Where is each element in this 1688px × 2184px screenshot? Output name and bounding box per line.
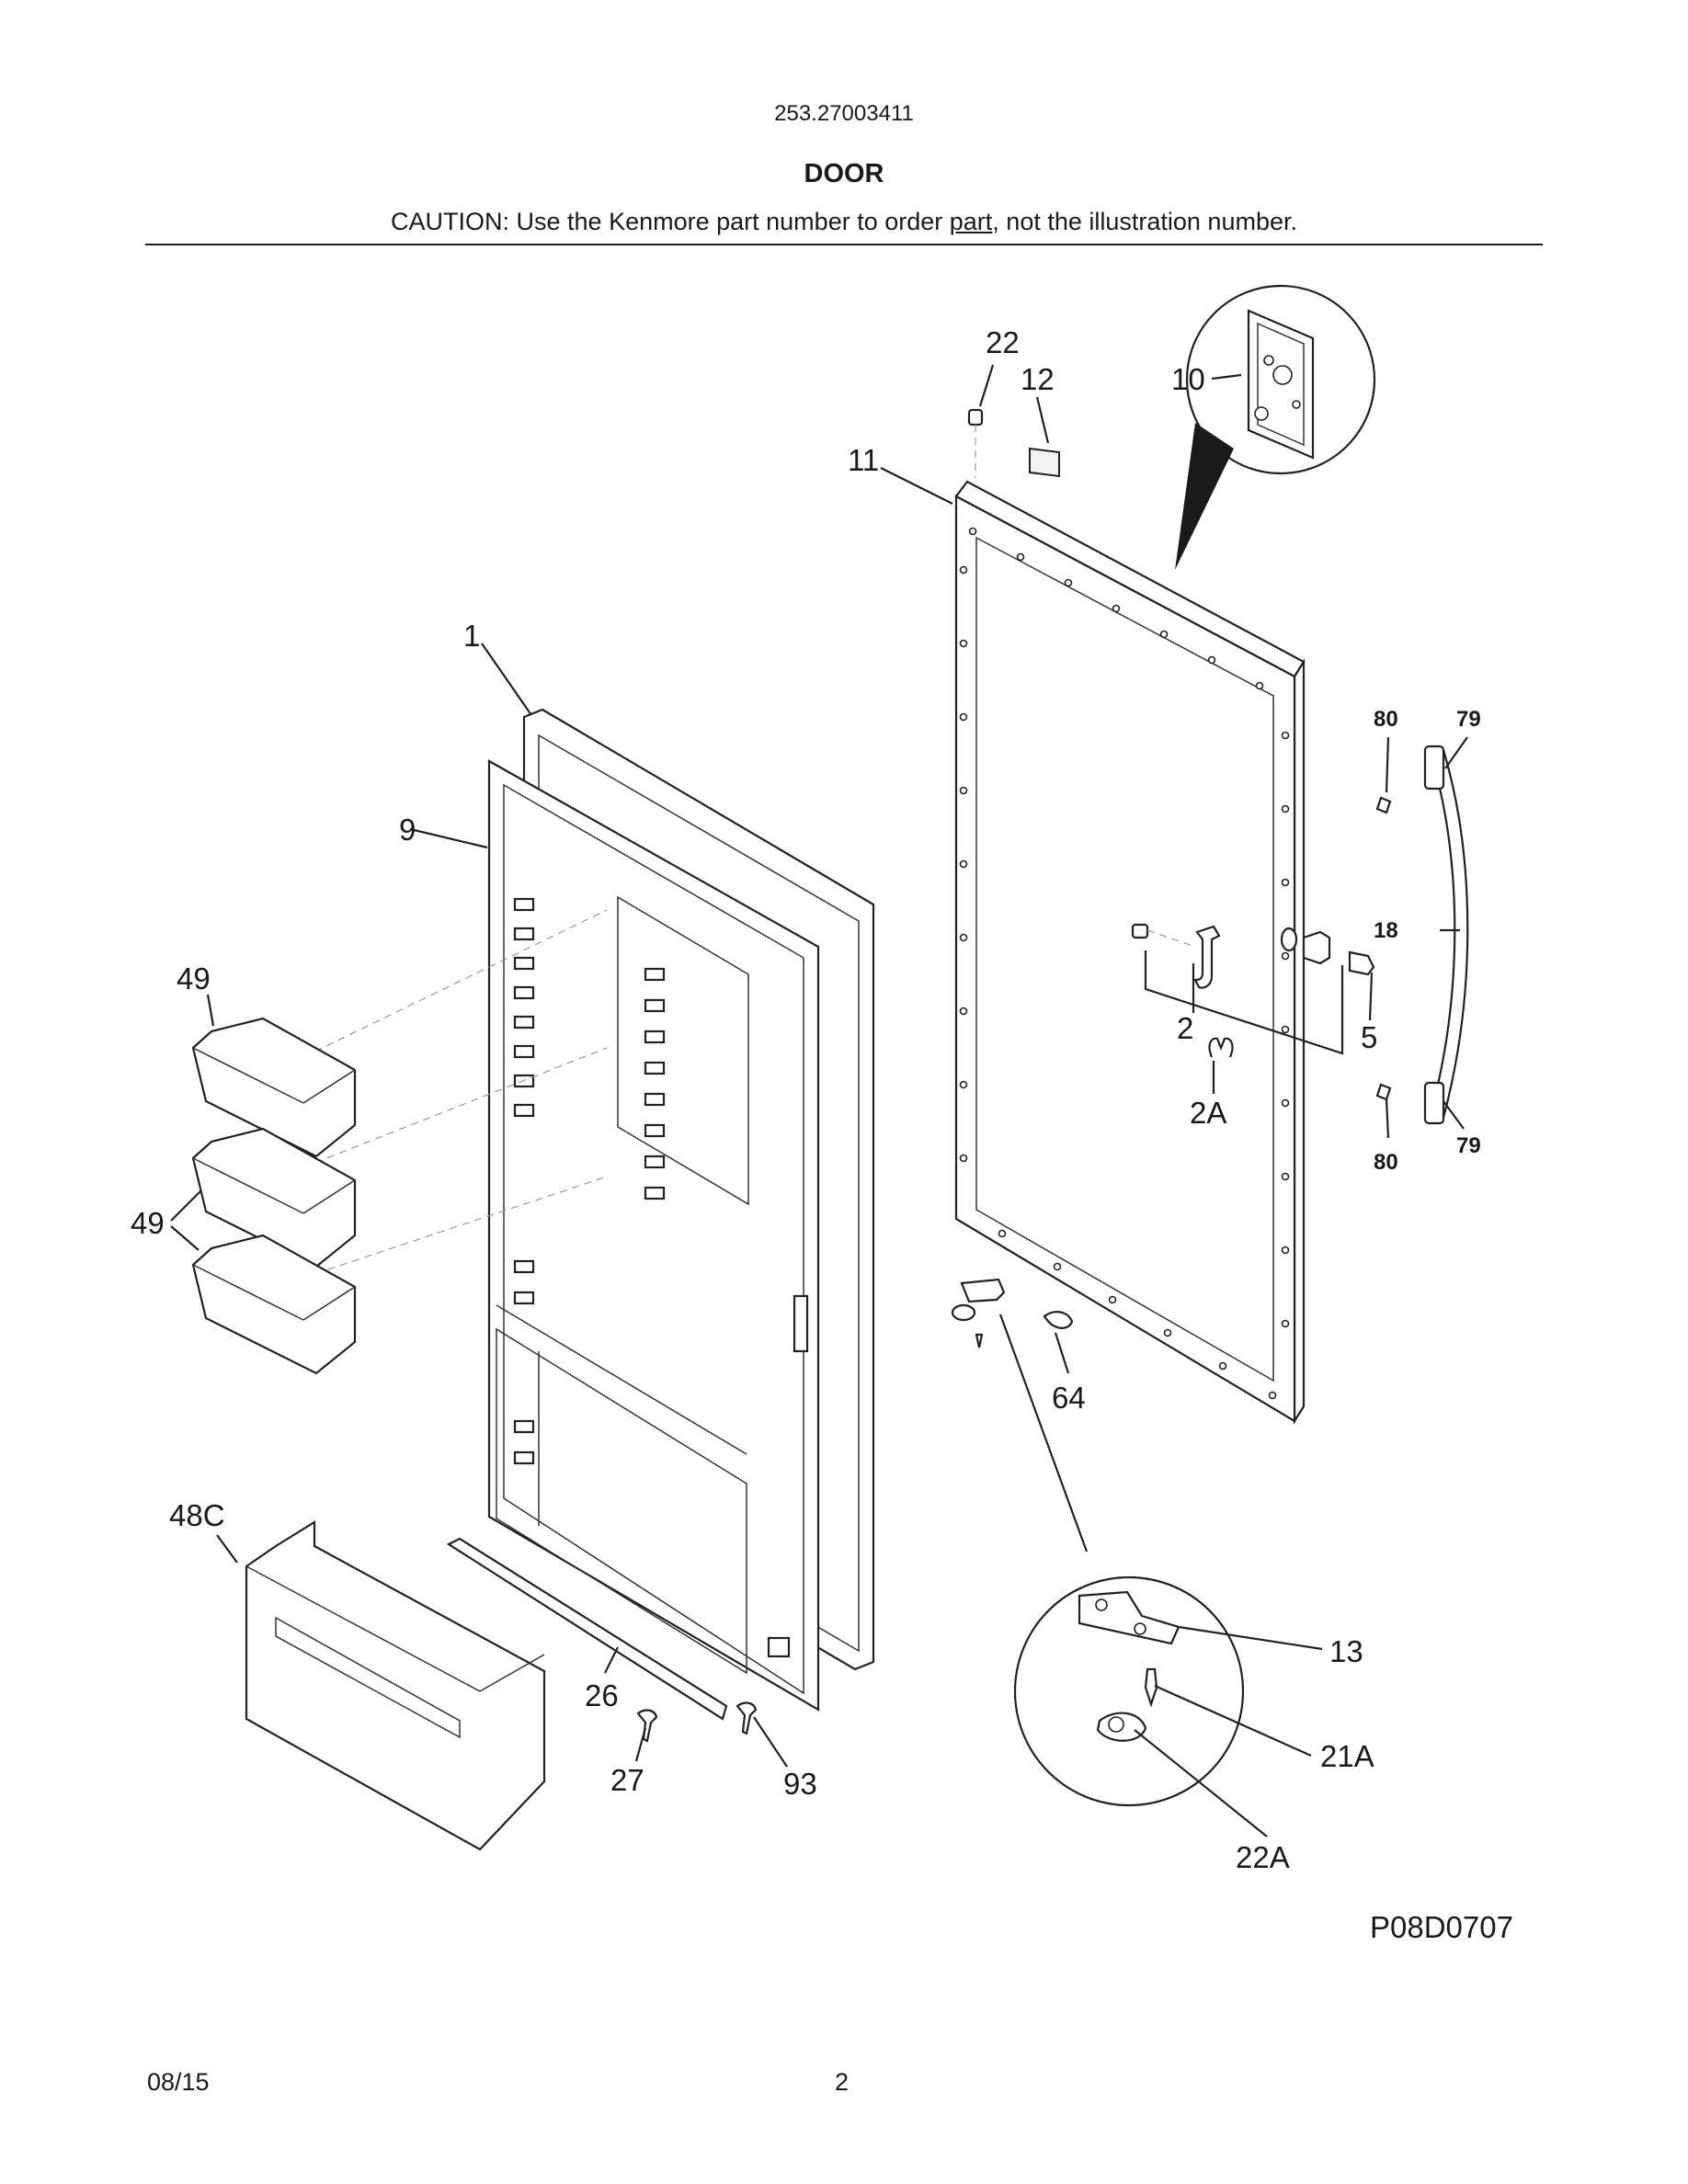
callout-5: 5: [1361, 1020, 1377, 1054]
callout-22A: 22A: [1236, 1840, 1290, 1874]
lower-hinge: [951, 1278, 1074, 1348]
callout-18: 18: [1374, 918, 1398, 943]
section-title: DOOR: [804, 159, 884, 188]
liner-shelf-clips: [513, 897, 666, 1465]
callout-11: 11: [848, 443, 879, 477]
callout-leaders: [170, 364, 1468, 1837]
callout-27: 27: [610, 1763, 644, 1797]
callout-9: 9: [399, 813, 416, 847]
door-handle: [1423, 745, 1469, 1125]
callout-49-side: 49: [131, 1206, 165, 1240]
callout-1: 1: [463, 619, 480, 653]
callout-22: 22: [986, 325, 1020, 359]
top-screw: [967, 408, 984, 478]
callout-12: 12: [1021, 362, 1055, 396]
lock-assembly: [1131, 923, 1375, 1058]
door-bin-upper: [191, 1017, 357, 1158]
callout-93: 93: [783, 1767, 817, 1801]
callout-80-top: 80: [1374, 707, 1398, 732]
caution-text-start: CAUTION: Use the Kenmore part number to …: [391, 208, 950, 235]
control-detail-circle: [1175, 284, 1376, 570]
callout-79-bottom: 79: [1456, 1133, 1481, 1158]
callout-79-top: 79: [1456, 707, 1481, 732]
callout-64: 64: [1052, 1381, 1086, 1415]
inner-door-liner: [487, 759, 820, 1712]
callout-2: 2: [1177, 1011, 1193, 1045]
callout-10: 10: [1171, 362, 1205, 396]
label-plate: [1029, 447, 1060, 478]
callout-21A: 21A: [1320, 1739, 1374, 1773]
outer-door-panel: [954, 480, 1306, 1425]
door-bin-large: [245, 1520, 546, 1851]
door-bin-lower: [191, 1234, 357, 1375]
model-number: 253.27003411: [774, 101, 914, 126]
header-rule: [145, 244, 1543, 245]
footer-date: 08/15: [147, 2068, 210, 2096]
door-panel-holes: [959, 527, 1290, 1400]
callout-80-bottom: 80: [1374, 1150, 1398, 1175]
door-bin-middle: [191, 1127, 357, 1268]
trim-clip-27: [636, 1709, 658, 1743]
caution-note: CAUTION: Use the Kenmore part number to …: [0, 208, 1688, 236]
callout-49-top: 49: [177, 961, 211, 995]
bottom-trim: [446, 1537, 728, 1721]
handle-screw-bottom: [1375, 1083, 1392, 1101]
callout-13: 13: [1329, 1634, 1363, 1668]
hinge-detail-circle: [1013, 1575, 1245, 1807]
trim-clip-93: [736, 1701, 758, 1735]
caution-part-word: part: [949, 208, 993, 235]
callout-26: 26: [585, 1678, 619, 1712]
caution-text-end: , not the illustration number.: [992, 208, 1297, 235]
callout-48C: 48C: [169, 1498, 225, 1532]
callout-2A: 2A: [1190, 1096, 1226, 1130]
page-number: 2: [835, 2068, 850, 2096]
diagram-code: P08D0707: [1370, 1910, 1513, 1944]
handle-screw-top: [1375, 796, 1392, 814]
